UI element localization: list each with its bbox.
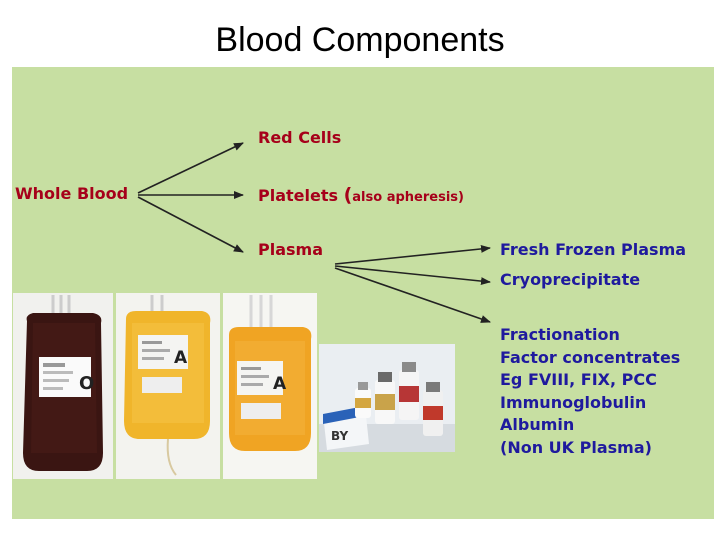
fractionation-item: Immunoglobulin xyxy=(500,392,647,412)
fractionated-product-vials-icon: BY xyxy=(319,344,455,452)
platelet-bag-icon: A xyxy=(116,293,220,479)
plasma-bag-icon: A xyxy=(223,293,317,479)
whole-blood-label: Whole Blood xyxy=(15,184,129,203)
arrow-to-cryo xyxy=(334,265,491,286)
red-cell-bag-icon: O xyxy=(13,293,113,479)
platelets-text: Platelets xyxy=(258,186,339,205)
fractionation-item: Albumin xyxy=(500,415,575,434)
plasma-group-label: A xyxy=(273,374,287,394)
platelets-label: Platelets (also apheresis) xyxy=(258,184,464,206)
arrow-to-plasma xyxy=(137,196,244,253)
platelet-group-label: A xyxy=(174,348,188,368)
platelets-note: also apheresis) xyxy=(352,190,464,205)
fractionation-item: (Non UK Plasma) xyxy=(500,437,652,457)
arrow-to-red-cells xyxy=(137,142,244,194)
arrow-to-ffp xyxy=(334,244,491,265)
plasma-label: Plasma xyxy=(258,240,323,259)
fractionation-item: Fractionation xyxy=(500,325,620,344)
fractionation-list: Fractionation Factor concentrates Eg FVI… xyxy=(500,324,680,459)
platelets-paren: ( xyxy=(343,184,353,206)
fractionation-item: Factor concentrates xyxy=(500,347,681,367)
cryo-label: Cryoprecipitate xyxy=(500,270,641,289)
arrow-to-fractionation xyxy=(334,267,491,323)
ffp-label: Fresh Frozen Plasma xyxy=(500,240,687,259)
vials-box-label: BY xyxy=(331,429,348,443)
red-cells-label: Red Cells xyxy=(258,128,342,147)
fractionation-item: Eg FVIII, FIX, PCC xyxy=(500,370,657,389)
red-cell-group-label: O xyxy=(79,373,94,394)
page-title: Blood Components xyxy=(215,21,505,59)
